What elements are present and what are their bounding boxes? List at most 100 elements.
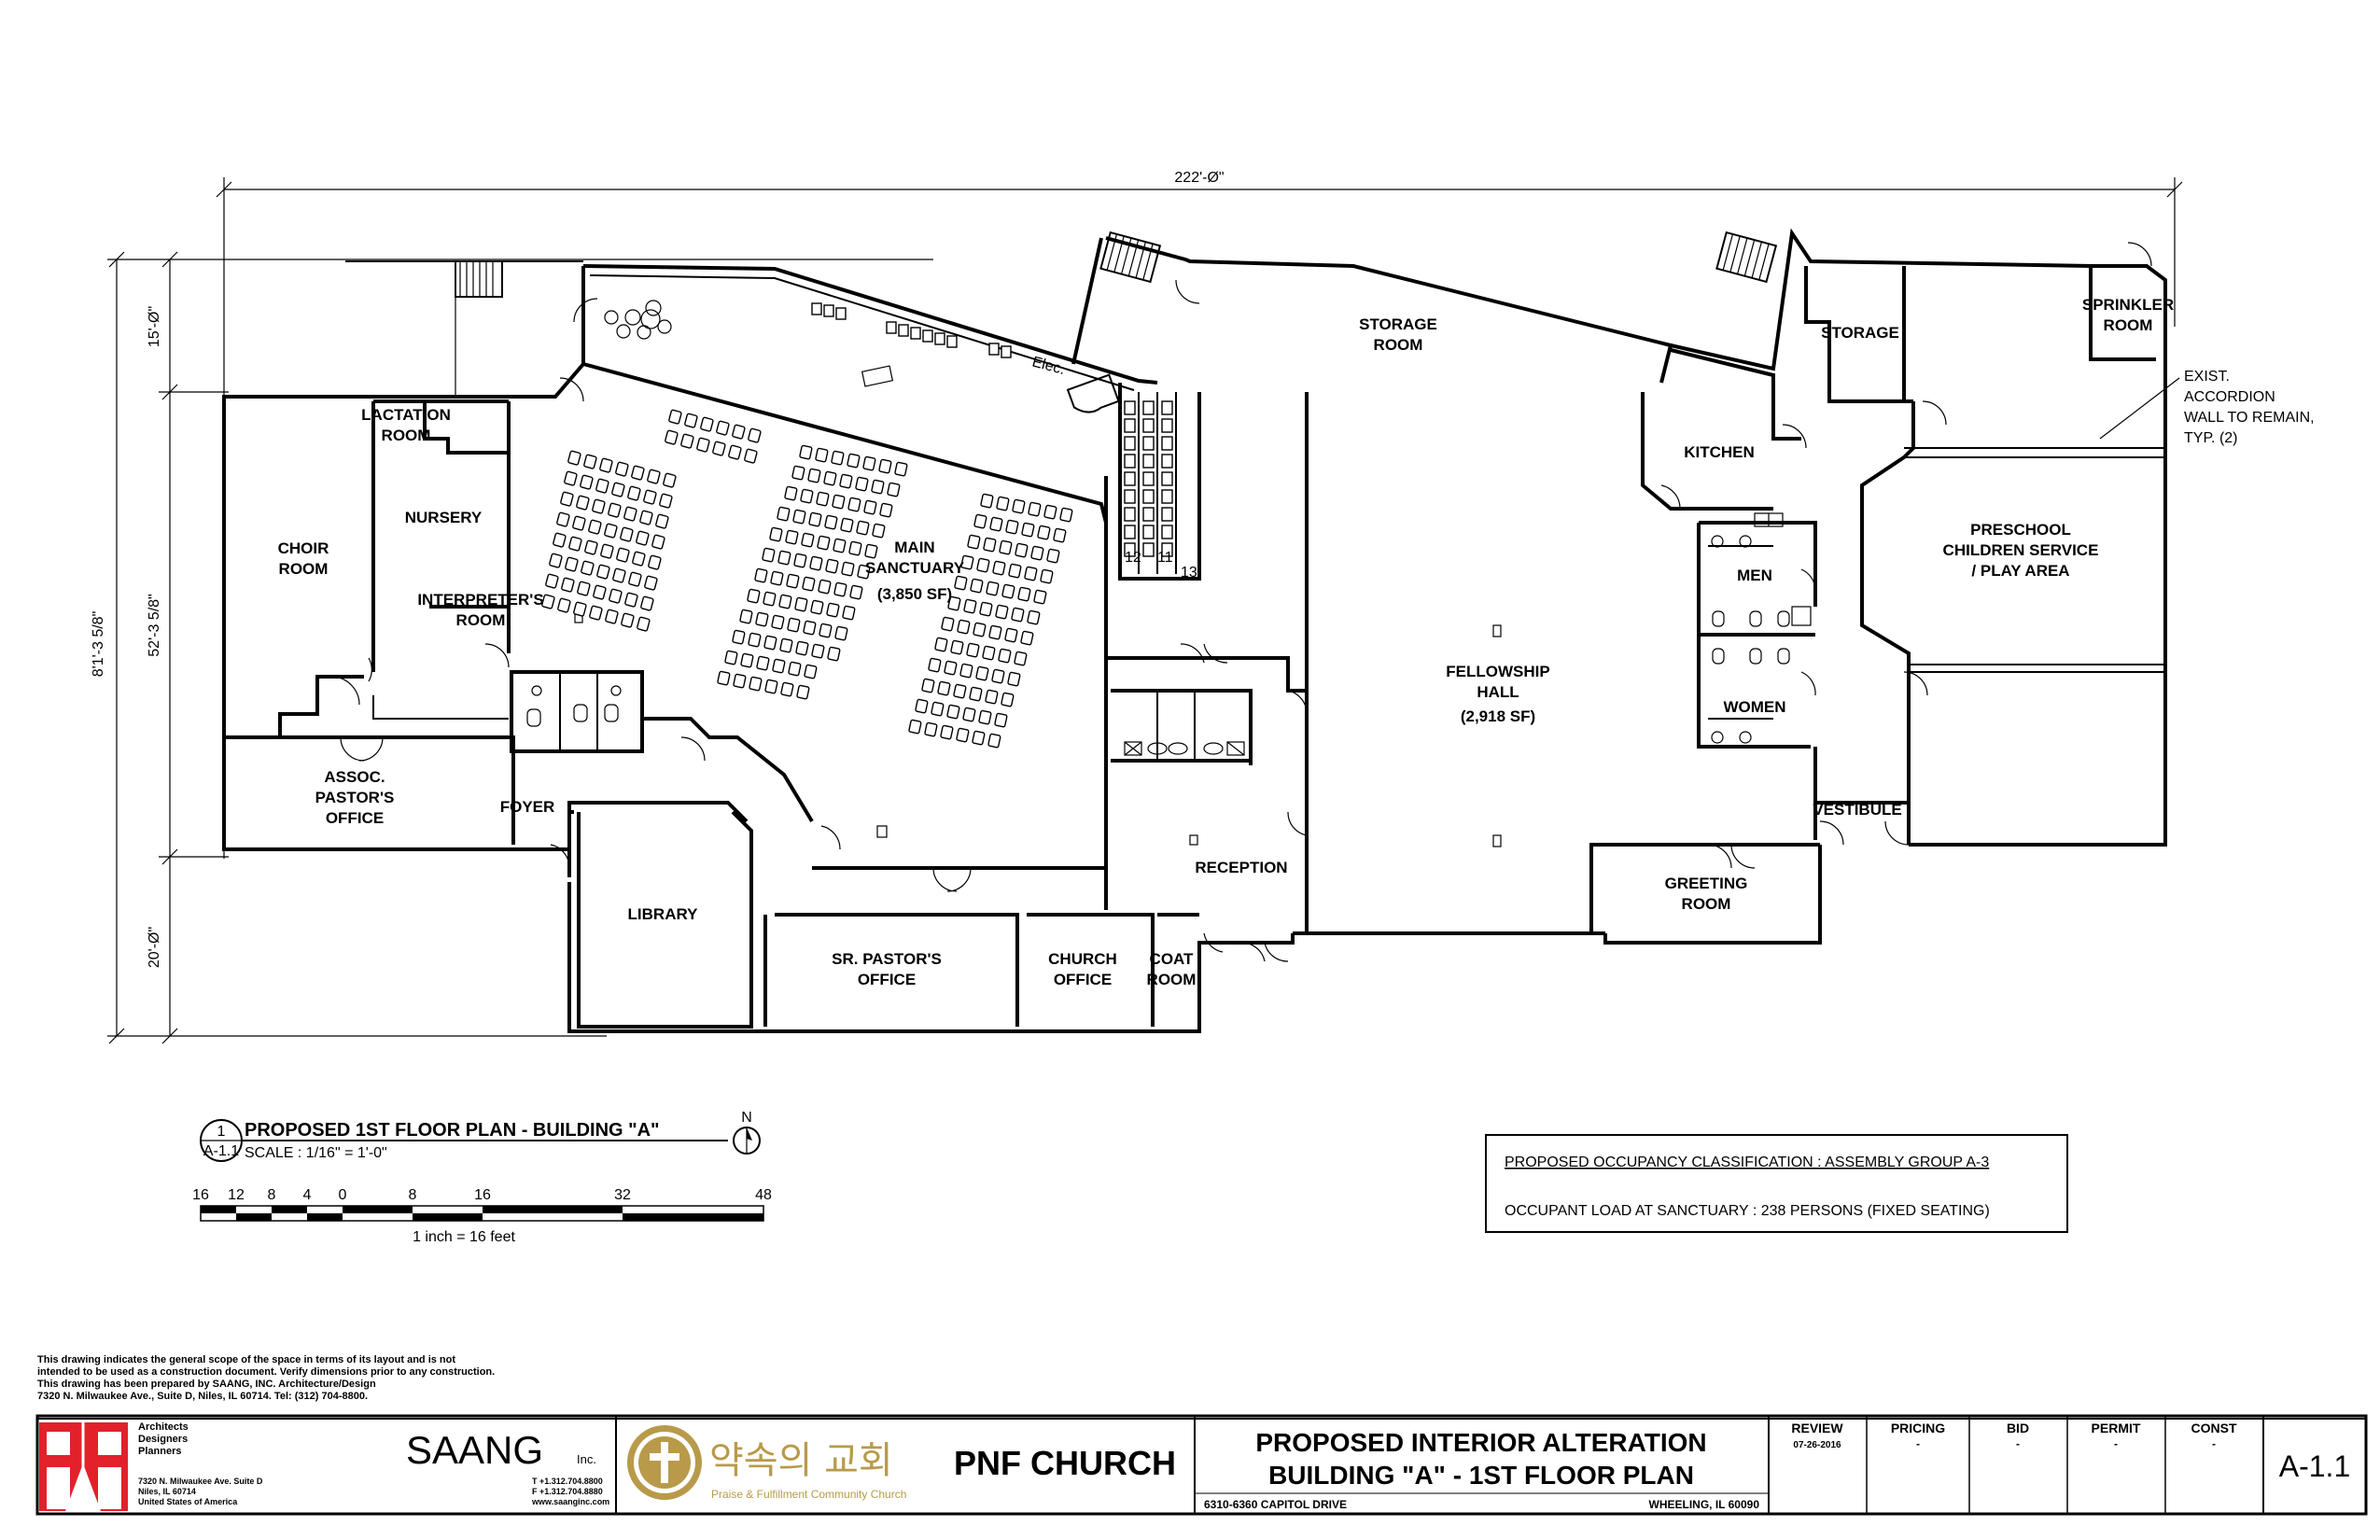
sanctuary-seat xyxy=(680,433,694,449)
riser-seat xyxy=(1124,489,1136,504)
sanctuary-seat xyxy=(732,424,746,440)
title-block: Architects Designers Planners 7320 N. Mi… xyxy=(35,1414,2368,1516)
label-sanctuary-area: (3,850 SF) xyxy=(877,585,952,603)
exterior-walls xyxy=(222,228,2167,1033)
riser-seat xyxy=(1142,454,1155,469)
riser-seat xyxy=(1124,507,1136,522)
church-subtitle: Praise & Fulfillment Community Church xyxy=(711,1488,906,1501)
riser-seat xyxy=(1142,400,1155,415)
sanctuary-seat xyxy=(616,547,630,563)
sanctuary-seat xyxy=(1037,525,1051,540)
sanctuary-seat xyxy=(668,409,682,425)
sanctuary-seat xyxy=(982,645,996,661)
sanctuary-seat xyxy=(856,520,870,536)
label-women: WOMEN xyxy=(1723,698,1785,716)
stair-top-middle xyxy=(1099,231,1162,284)
sanctuary-seat xyxy=(732,629,746,645)
sanctuary-seat xyxy=(928,657,942,673)
sanctuary-seat xyxy=(1001,583,1015,599)
stairs xyxy=(455,231,1778,298)
sanctuary-seat xyxy=(717,670,731,686)
riser-seat xyxy=(1161,507,1173,522)
sanctuary-seat xyxy=(621,612,635,628)
sanctuary-seat xyxy=(756,655,770,671)
sanctuary-seat xyxy=(784,485,798,501)
sanctuary-seat xyxy=(970,578,984,594)
project-title-2: BUILDING "A" - 1ST FLOOR PLAN xyxy=(1268,1461,1694,1490)
sanctuary-seat xyxy=(953,683,967,699)
sanctuary-seat xyxy=(777,506,791,522)
sanctuary-seat xyxy=(724,650,738,665)
fixtures xyxy=(526,300,1812,847)
sanctuary-seat xyxy=(665,429,679,445)
sanctuary-seat xyxy=(651,534,665,550)
sanctuary-seat xyxy=(937,680,951,696)
svg-text:1: 1 xyxy=(217,1124,226,1140)
svg-text:A-1.1: A-1.1 xyxy=(203,1143,239,1159)
sanctuary-seat xyxy=(839,473,853,489)
sanctuary-seat xyxy=(1005,519,1019,535)
riser-seat xyxy=(1142,489,1155,504)
sanctuary-seat xyxy=(568,536,582,552)
plan-scale-text: SCALE : 1/16" = 1'-0" xyxy=(245,1145,387,1161)
riser-seat xyxy=(1161,471,1173,486)
label-riser-11: 11 xyxy=(1157,550,1173,566)
sanctuary-seat xyxy=(560,491,574,507)
sanctuary-seat xyxy=(825,558,839,574)
label-vestibule: VESTIBULE xyxy=(1813,801,1901,819)
interior-walls xyxy=(224,266,2165,1029)
sanctuary-seat xyxy=(931,701,945,717)
sanctuary-seat xyxy=(801,532,815,548)
sanctuary-seat xyxy=(1007,671,1021,687)
sanctuary-seat xyxy=(804,664,818,679)
label-riser-12: 12 xyxy=(1125,550,1141,566)
sanctuary-seat xyxy=(659,493,673,509)
occupancy-classification: PROPOSED OCCUPANCY CLASSIFICATION : ASSE… xyxy=(1505,1155,1989,1170)
project-city: WHEELING, IL 60090 xyxy=(1649,1498,1760,1511)
sanctuary-seat xyxy=(573,601,587,617)
scale-tick-16a: 16 xyxy=(192,1187,209,1203)
saang-logo xyxy=(39,1422,128,1511)
svg-text:www.saanginc.com: www.saanginc.com xyxy=(531,1497,609,1506)
sanctuary-seat xyxy=(644,575,658,591)
occupancy-box: PROPOSED OCCUPANCY CLASSIFICATION : ASSE… xyxy=(1485,1134,2068,1233)
sanctuary-seat xyxy=(983,537,997,553)
overall-width-dimension: 222'-Ø" xyxy=(1174,170,1224,186)
sanctuary-seat xyxy=(1053,527,1067,543)
riser-seat xyxy=(1142,525,1155,539)
riser-seat xyxy=(1142,436,1155,451)
sanctuary-seat xyxy=(545,573,559,589)
sanctuary-seat xyxy=(826,602,840,618)
phase-const-label: CONST xyxy=(2191,1421,2237,1435)
sanctuary-seat xyxy=(819,623,833,638)
sanctuary-seat xyxy=(975,665,989,681)
sanctuary-seat xyxy=(969,686,983,702)
sanctuary-seat xyxy=(994,712,1008,728)
scale-tick-16b: 16 xyxy=(474,1187,491,1203)
sanctuary-seat xyxy=(811,643,825,659)
sanctuary-seat xyxy=(973,622,987,637)
sanctuary-seat xyxy=(747,588,761,604)
sanctuary-seat xyxy=(754,567,768,583)
sanctuary-seat xyxy=(632,551,646,567)
top-depth-dimension: 15'-Ø" xyxy=(147,306,162,347)
sanctuary-seat xyxy=(817,535,831,551)
sanctuary-seat xyxy=(959,663,973,679)
sanctuary-seat xyxy=(1011,607,1025,623)
svg-text:Planners: Planners xyxy=(138,1446,181,1457)
sanctuary-seat xyxy=(769,526,783,542)
sanctuary-seat xyxy=(998,648,1012,664)
plan-title: 1 A-1.1 PROPOSED 1ST FLOOR PLAN - BUILDI… xyxy=(200,1110,761,1162)
sanctuary-seat xyxy=(1059,507,1073,523)
phase-bid-value: - xyxy=(2016,1437,2020,1450)
sanctuary-seat xyxy=(950,639,964,655)
label-men: MEN xyxy=(1737,567,1772,584)
sanctuary-seat xyxy=(992,560,1006,576)
label-storage: STORAGE xyxy=(1821,324,1899,342)
phase-bid-label: BID xyxy=(2007,1421,2029,1435)
sanctuary-seat xyxy=(915,698,929,714)
